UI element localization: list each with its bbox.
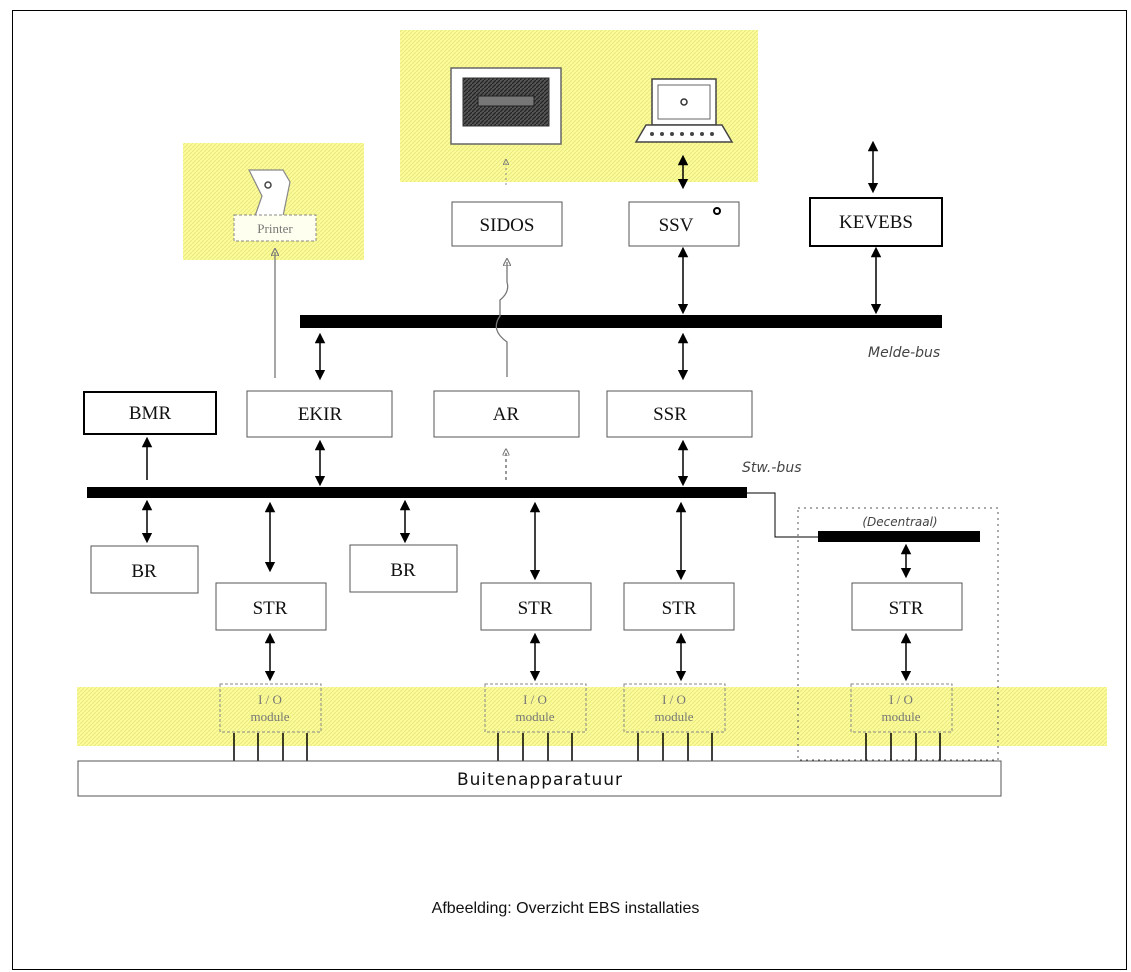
- io-module-3: [623, 683, 726, 733]
- decentraal-link: [747, 492, 818, 538]
- io2-line1: I / O: [523, 692, 547, 707]
- str1-box: [215, 582, 327, 631]
- io3-line1: I / O: [662, 692, 686, 707]
- str3-label: STR: [662, 598, 697, 619]
- stw-bus: [87, 487, 747, 498]
- ar-sidos-link: [495, 262, 507, 377]
- io-module-2: [484, 683, 587, 733]
- io3-line2: module: [655, 709, 694, 724]
- ssr-label: SSR: [653, 404, 687, 425]
- melde-bus-label: Melde-bus: [868, 345, 940, 361]
- br2-label: BR: [390, 560, 416, 581]
- stw-bus-label: Stw.-bus: [742, 460, 802, 476]
- figure-caption: Afbeelding: Overzicht EBS installaties: [431, 900, 700, 917]
- ekir-label: EKIR: [298, 404, 343, 425]
- str2-box: [480, 582, 592, 631]
- io-module-1: [219, 683, 322, 733]
- br2-box: [349, 544, 458, 593]
- sidos-label: SIDOS: [480, 215, 535, 236]
- br1-box: [90, 545, 199, 594]
- decentraal-label: (Decentraal): [862, 515, 937, 529]
- buitenapparatuur-box: [77, 760, 1002, 797]
- io-pins: [233, 733, 941, 761]
- ar-box: [433, 390, 580, 438]
- bmr-label: BMR: [129, 403, 172, 424]
- ssr-box: [606, 390, 753, 438]
- str1-label: STR: [253, 598, 288, 619]
- printer-label: Printer: [257, 221, 293, 236]
- ssv-indicator-icon: [713, 207, 721, 215]
- melde-bus: [300, 315, 942, 328]
- io-module-band: [77, 687, 1107, 746]
- bmr-box: [83, 391, 217, 435]
- kevebs-box: [809, 197, 943, 247]
- kevebs-label: KEVEBS: [839, 212, 913, 233]
- decentraal-bus: [818, 531, 980, 542]
- ssv-label: SSV: [659, 215, 694, 236]
- io1-line1: I / O: [258, 692, 282, 707]
- str4-label: STR: [889, 598, 924, 619]
- ekir-box: [246, 390, 393, 438]
- str4-box: [851, 582, 963, 631]
- io1-line2: module: [251, 709, 290, 724]
- br1-label: BR: [131, 561, 157, 582]
- str2-label: STR: [518, 598, 553, 619]
- printer-box: [233, 214, 317, 242]
- monitor-icon: [450, 67, 562, 145]
- io2-line2: module: [516, 709, 555, 724]
- laptop-icon: [634, 78, 734, 143]
- ar-label: AR: [493, 404, 520, 425]
- io4-line2: module: [882, 709, 921, 724]
- buitenapparatuur-label: Buitenapparatuur: [457, 770, 623, 790]
- str3-box: [623, 582, 735, 631]
- ssv-box: [628, 201, 740, 247]
- figure-frame: [12, 10, 1127, 970]
- io-module-4: [850, 683, 953, 733]
- decentraal-area: [797, 507, 999, 761]
- sidos-box: [451, 201, 563, 247]
- io4-line1: I / O: [889, 692, 913, 707]
